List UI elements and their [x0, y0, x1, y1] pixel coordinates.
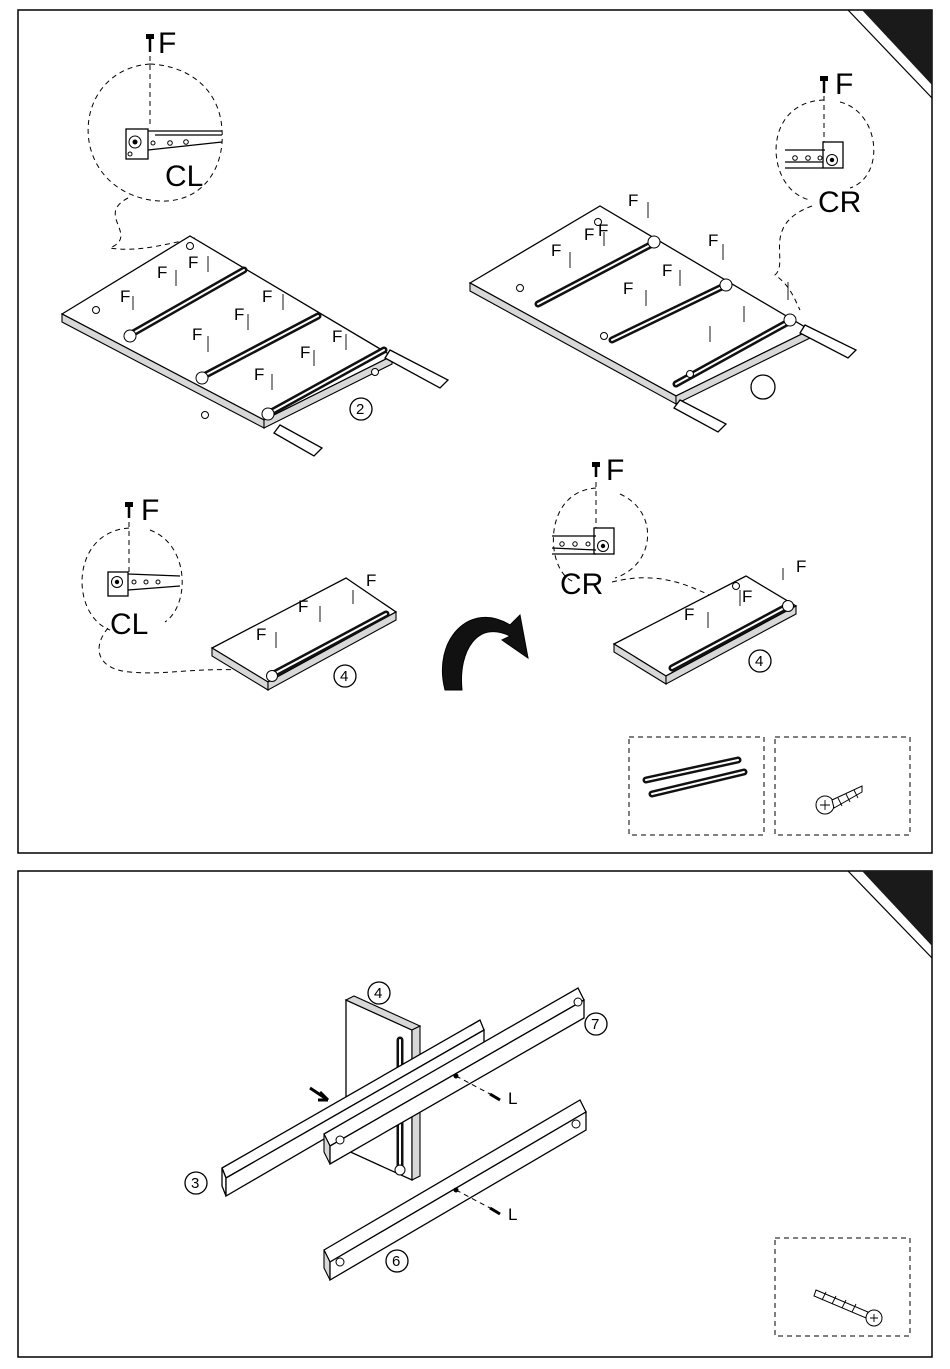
svg-text:F: F — [796, 557, 806, 576]
part-number-3: 3 — [191, 1175, 199, 1192]
board-top-right: F F F F F F F — [470, 191, 856, 432]
screw-f-icon — [820, 76, 828, 93]
label-cr: CR — [818, 186, 861, 219]
label-screw-l: L — [508, 1205, 517, 1224]
svg-text:F: F — [628, 191, 638, 210]
svg-text:F: F — [551, 241, 561, 260]
label-f: F — [158, 27, 176, 60]
label-f: F — [835, 68, 853, 101]
svg-text:F: F — [366, 571, 376, 590]
parts-box-screw-l — [775, 1238, 910, 1336]
part-number-6: 6 — [392, 1253, 400, 1270]
zoom-cr-top: F CR — [775, 68, 874, 310]
svg-text:F: F — [684, 605, 694, 624]
svg-text:F: F — [662, 261, 672, 280]
svg-text:F: F — [157, 263, 167, 282]
svg-text:F: F — [584, 225, 594, 244]
screw-f-icon — [146, 34, 154, 52]
svg-text:F: F — [120, 287, 130, 306]
part-number-4: 4 — [374, 985, 382, 1002]
svg-text:F: F — [598, 221, 608, 240]
svg-text:F: F — [708, 231, 718, 250]
parts-box-slide — [629, 737, 764, 835]
screw-f-icon — [592, 462, 600, 477]
svg-text:F: F — [332, 327, 342, 346]
step-2-panel: 4 3 L 7 — [18, 871, 932, 1357]
board-bottom-left: F F F 4 — [212, 571, 396, 690]
part-number-2: 2 — [356, 401, 364, 418]
svg-text:F: F — [254, 365, 264, 384]
screw-f-icon — [816, 786, 862, 814]
step-corner-marker — [862, 10, 932, 85]
label-cl: CL — [110, 608, 148, 641]
parts-box-screw-f — [775, 737, 910, 835]
part-number-4: 4 — [340, 668, 348, 685]
svg-text:F: F — [188, 253, 198, 272]
screw-l-icon — [814, 1290, 882, 1326]
label-cr: CR — [560, 568, 603, 601]
svg-text:F: F — [256, 625, 266, 644]
label-f: F — [141, 494, 159, 527]
board-bottom-right: F F F 4 — [614, 557, 806, 684]
svg-text:F: F — [298, 597, 308, 616]
zoom-cr-bottom: F CR — [552, 454, 720, 601]
zoom-cl-top: F CL — [88, 27, 222, 249]
board-top-left: F F F F F F F F F 2 — [62, 236, 448, 456]
rotate-arrow-icon — [442, 615, 528, 690]
step-corner-marker — [862, 871, 932, 946]
label-screw-l: L — [508, 1089, 517, 1108]
svg-text:F: F — [234, 305, 244, 324]
svg-text:F: F — [300, 343, 310, 362]
label-cl: CL — [165, 160, 203, 193]
label-f: F — [606, 454, 624, 487]
svg-text:F: F — [262, 287, 272, 306]
svg-text:F: F — [623, 279, 633, 298]
drawer-slide-icon — [646, 760, 744, 794]
part-number-7: 7 — [591, 1016, 599, 1033]
rail-part-3: 3 — [185, 1020, 484, 1196]
step-1-panel: F CL — [18, 10, 932, 853]
svg-text:F: F — [742, 587, 752, 606]
screw-f-icon — [125, 502, 133, 518]
part-number-4: 4 — [755, 653, 763, 670]
svg-text:F: F — [192, 325, 202, 344]
